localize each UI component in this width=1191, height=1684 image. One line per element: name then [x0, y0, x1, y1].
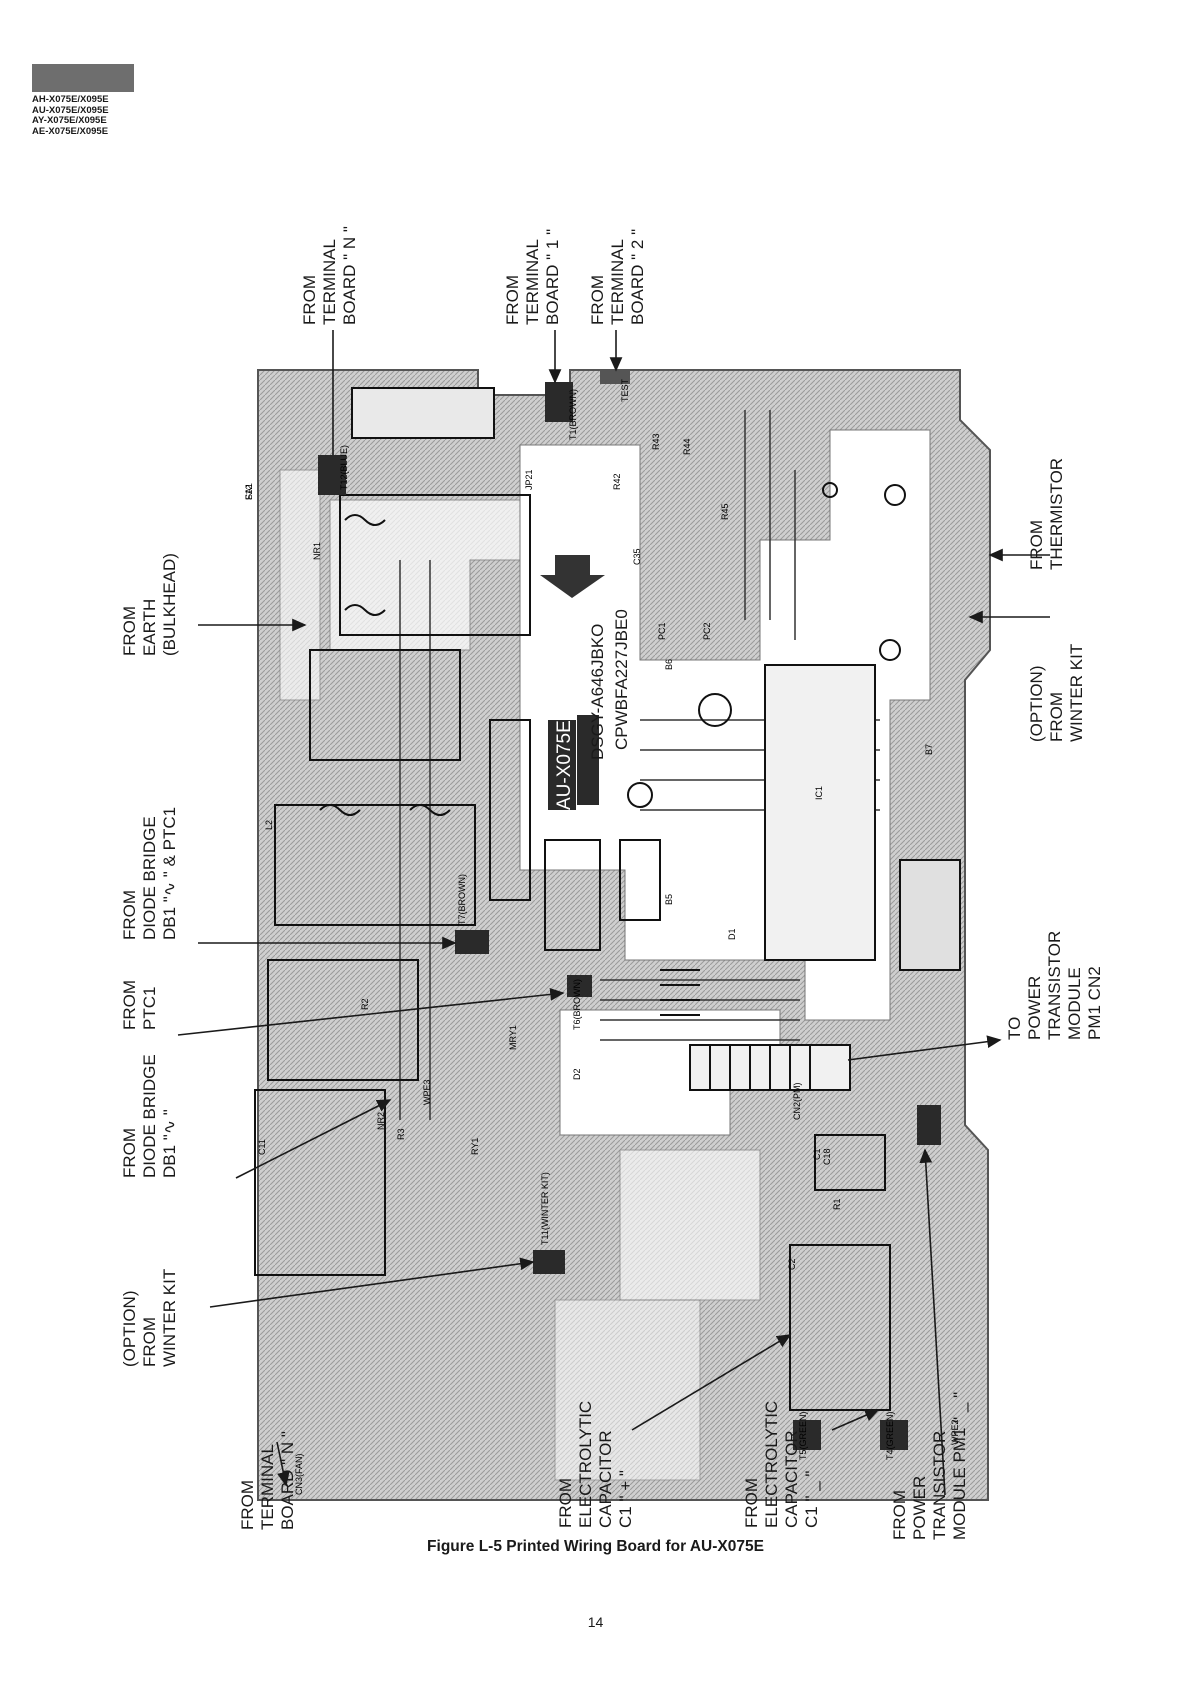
component-label: C18: [822, 1148, 832, 1165]
component-label: R2: [360, 998, 370, 1010]
component-label: IC1: [814, 786, 824, 800]
callout-winter-kit-left: (OPTION) FROM WINTER KIT: [120, 1268, 179, 1367]
callout-thermistor: FROM THERMISTOR: [1027, 457, 1066, 570]
component-label: C11: [257, 1139, 267, 1155]
model-line: AH-X075E/X095E: [32, 94, 109, 105]
callout-diode-bridge-ptc1: FROM DIODE BRIDGE DB1 "∿ " & PTC1: [120, 806, 179, 940]
connector-blocks: [318, 370, 941, 1450]
component-label: R43: [651, 433, 661, 450]
model-line: AE-X075E/X095E: [32, 125, 109, 137]
model-list: AH-X075E/X095E AU-X075E/X095E AY-X075E/X…: [32, 94, 109, 137]
callout-terminal-1: FROM TERMINAL BOARD " 1 ": [503, 228, 562, 325]
component-label: WPE2: [950, 1419, 960, 1445]
callout-terminal-n-top: FROM TERMINAL BOARD " N ": [300, 226, 359, 325]
component-label: C1: [812, 1148, 822, 1160]
callout-pm1-minus: FROM POWER TRANSISTOR MODULE PM1 " _ ": [890, 1391, 969, 1540]
callout-diode-bridge-db1: FROM DIODE BRIDGE DB1 "∿ ": [120, 1054, 179, 1178]
component-label: T11(WINTER KIT): [540, 1172, 550, 1245]
component-label: CN2(PM): [792, 1082, 802, 1120]
component-label: R1: [832, 1198, 842, 1210]
component-label: D2: [572, 1068, 582, 1080]
model-line: AU-X075E/X095E: [32, 104, 109, 116]
component-label: T4(GREEN): [885, 1411, 895, 1460]
component-label: B7: [924, 744, 934, 755]
component-label: B6: [664, 659, 674, 670]
silkscreen-model: AU-X075E: [554, 720, 575, 810]
header-black-bar: [32, 64, 134, 92]
component-label: T12(BLUE): [339, 445, 349, 490]
part-number-1: DSGY-A646JBKO: [588, 624, 607, 760]
callout-to-pm1-cn2: TO POWER TRANSISTOR MODULE PM1 CN2: [1005, 930, 1104, 1040]
component-label: T5(GREEN): [798, 1411, 808, 1460]
leader-lines: [177, 330, 1050, 1496]
component-label: R45: [720, 503, 730, 520]
component-label: F12: [244, 484, 254, 500]
component-label: CN3(FAN): [294, 1453, 304, 1495]
component-label: NR1: [312, 542, 322, 560]
component-label: B5: [664, 894, 674, 905]
callout-earth: FROM EARTH (BULKHEAD): [120, 553, 179, 656]
component-label: T7(BROWN): [457, 874, 467, 925]
page-number: 14: [587, 1614, 604, 1630]
component-label: R42: [612, 473, 622, 490]
part-number-2: CPWBFA227JBE0: [612, 609, 631, 750]
component-label: R3: [396, 1128, 406, 1140]
component-label: C35: [632, 548, 642, 565]
flow-arrow-icon: [540, 555, 605, 598]
component-label: PC1: [657, 622, 667, 640]
callout-capacitor-minus: FROM ELECTROLYTIC CAPACITOR C1 " _ ": [742, 1400, 821, 1528]
component-label: TEST: [620, 378, 630, 402]
pcb-components: [254, 387, 961, 1411]
component-label: T1(BROWN): [568, 389, 578, 440]
component-label: T6(BROWN): [572, 979, 582, 1030]
component-label: RY1: [470, 1138, 480, 1155]
component-label: D1: [727, 928, 737, 940]
silkscreen-text: AU-X075E DSGY-A646JBKO CPWBFA227JBE0 CN3…: [244, 378, 960, 1495]
component-label: SA1: [244, 483, 254, 500]
component-label: C2: [787, 1258, 797, 1270]
component-label: JP21: [524, 469, 534, 490]
component-label: MRY1: [508, 1025, 518, 1050]
callout-terminal-n-bottom: FROM TERMINAL BOARD " N ": [238, 1431, 297, 1530]
component-label: R44: [682, 438, 692, 455]
component-label: WPE3: [422, 1079, 432, 1105]
callout-terminal-2: FROM TERMINAL BOARD " 2 ": [588, 228, 647, 325]
callout-ptc1: FROM PTC1: [120, 979, 159, 1030]
callout-winter-kit-right: (OPTION) FROM WINTER KIT: [1027, 643, 1086, 742]
component-label: PC2: [702, 622, 712, 640]
callout-capacitor-plus: FROM ELECTROLYTIC CAPACITOR C1 " + ": [556, 1400, 635, 1528]
component-label: NR2: [376, 1112, 386, 1130]
component-label: L2: [264, 820, 274, 830]
model-line: AY-X075E/X095E: [32, 115, 107, 126]
figure-caption: Figure L-5 Printed Wiring Board for AU-X…: [427, 1538, 764, 1555]
